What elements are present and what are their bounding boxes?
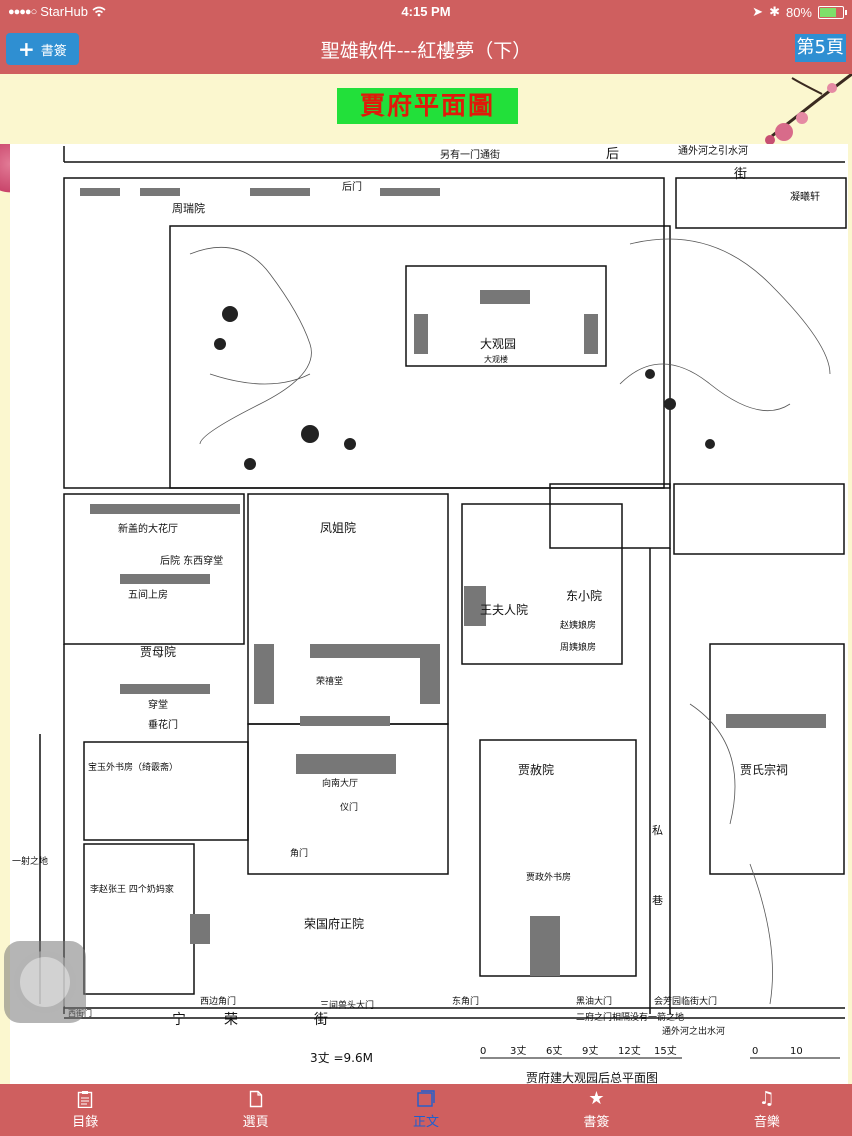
label-xijiao: 西边角门 <box>200 995 236 1007</box>
label-top-street: 另有一门通街 <box>440 148 500 161</box>
scale-tick-15: 15丈 <box>654 1045 677 1057</box>
signal-dots-icon: ●●●●○ <box>8 5 37 18</box>
label-jiazheng: 贾政外书房 <box>526 871 571 883</box>
label-xinsheng: 新盖的大花厅 <box>118 522 178 535</box>
assistive-touch-button[interactable] <box>4 941 86 1023</box>
label-lizhao: 李赵张王 四个奶妈家 <box>90 883 174 895</box>
label-erfu: 二府之门相隔没有一箭之地 <box>576 1011 684 1023</box>
mansion-floor-plan-image: 另有一门通街 后 街 通外河之引水河 凝曦轩 周瑞院 后门 大观园 大观楼 凤姐… <box>10 144 848 1084</box>
tab-contents[interactable]: 目錄 <box>0 1084 170 1136</box>
status-bar: ●●●●○ StarHub 4:15 PM ➤ ✱ 80% <box>0 0 852 24</box>
label-ningxi: 凝曦轩 <box>790 190 820 203</box>
label-river-bottom: 通外河之出水河 <box>662 1025 725 1037</box>
scale-tick-6: 6丈 <box>546 1045 562 1057</box>
battery-icon <box>818 5 847 19</box>
scale-tick-0: 0 <box>480 1046 486 1057</box>
map-heading: 賈府平面圖 <box>337 88 518 124</box>
scale-tick-12: 12丈 <box>618 1045 641 1057</box>
label-houyuan: 后院 东西穿堂 <box>160 554 223 567</box>
add-bookmark-label: 書簽 <box>40 43 67 59</box>
clipboard-icon <box>78 1091 93 1108</box>
battery-percent: 80% <box>785 4 812 20</box>
label-jie-bottom: 街 <box>314 1012 328 1028</box>
battery-fill <box>820 7 836 17</box>
label-daguanyuan: 大观园 <box>480 337 516 351</box>
clock: 4:15 PM <box>401 4 451 19</box>
scale-tick-9: 9丈 <box>582 1045 598 1057</box>
tab-select-page[interactable]: 選頁 <box>170 1084 340 1136</box>
scale2-tick-10: 10 <box>790 1046 803 1057</box>
tab-main-text[interactable]: 正文 <box>341 1084 511 1136</box>
label-xiang: 巷 <box>652 894 663 907</box>
bluetooth-icon: ✱ <box>769 4 780 19</box>
label-rongxi: 荣禧堂 <box>316 675 343 687</box>
wifi-icon <box>92 6 106 17</box>
status-left: ●●●●○ StarHub <box>8 4 106 19</box>
label-jiamu: 贾母院 <box>140 645 176 659</box>
scale2-tick-0: 0 <box>752 1046 758 1057</box>
label-fengjie: 凤姐院 <box>320 521 356 535</box>
location-arrow-icon: ➤ <box>752 4 764 19</box>
plum-blossom-decoration <box>692 72 852 154</box>
navigation-bar: + 書簽 聖雄軟件---紅樓夢（下） 第5頁 <box>0 24 852 74</box>
label-caption: 贾府建大观园后总平面图 <box>526 1070 658 1084</box>
label-heiyou: 黑油大门 <box>576 995 612 1007</box>
floor-plan-svg: 另有一门通街 后 街 通外河之引水河 凝曦轩 周瑞院 后门 大观园 大观楼 凤姐… <box>12 144 847 1084</box>
label-zhouyi: 周姨娘房 <box>560 641 596 653</box>
label-dongxiao: 东小院 <box>566 589 602 603</box>
book-title: 聖雄軟件---紅樓夢（下） <box>320 40 532 62</box>
label-jiashe: 贾赦院 <box>518 762 554 777</box>
label-daguanlou: 大观楼 <box>484 354 508 364</box>
label-jiashi: 贾氏宗祠 <box>740 762 788 777</box>
label-river-top: 通外河之引水河 <box>678 144 748 157</box>
label-chuantang: 穿堂 <box>148 698 168 711</box>
reader-content[interactable]: 賈府平面圖 <box>0 72 852 1084</box>
status-right: ➤ ✱ 80% <box>752 4 847 20</box>
label-rong: 荣 <box>224 1012 238 1028</box>
music-note-icon: ♫ <box>758 1088 775 1109</box>
label-houmen: 后门 <box>342 180 362 193</box>
label-yimen: 仪门 <box>340 801 358 813</box>
star-icon: ★ <box>588 1088 605 1109</box>
scale-tick-3: 3丈 <box>510 1045 526 1057</box>
label-ershi: 一射之地 <box>12 855 48 867</box>
page-number-button[interactable]: 第5頁 <box>794 34 846 62</box>
label-jiaomen: 角门 <box>290 847 308 859</box>
label-si: 私 <box>652 824 663 837</box>
tab-music[interactable]: ♫ 音樂 <box>682 1084 852 1136</box>
label-wujian: 五间上房 <box>128 588 168 601</box>
tab-main-text-label: 正文 <box>413 1115 440 1130</box>
label-rongguo: 荣国府正院 <box>304 916 364 931</box>
label-wangfuren: 王夫人院 <box>480 603 528 617</box>
pages-icon <box>417 1090 435 1107</box>
plus-icon: + <box>18 37 35 61</box>
label-jie-top: 街 <box>734 167 747 182</box>
label-baoyu: 宝玉外书房（绮霰斋） <box>88 761 178 773</box>
page-icon <box>249 1090 262 1108</box>
label-zhourui: 周瑞院 <box>172 201 205 215</box>
label-huifang: 会芳园临街大门 <box>654 995 717 1007</box>
label-sanjian: 三间兽头大门 <box>320 999 374 1011</box>
label-chuihua: 垂花门 <box>148 718 178 731</box>
tab-bar: 目錄 選頁 正文 ★ 書簽 ♫ 音樂 <box>0 1084 852 1136</box>
tab-contents-label: 目錄 <box>72 1115 99 1130</box>
tab-music-label: 音樂 <box>753 1115 780 1130</box>
label-xiangyang: 向南大厅 <box>322 777 358 789</box>
battery-tip <box>845 9 847 15</box>
tab-bookmarks-label: 書簽 <box>583 1115 610 1130</box>
label-ning: 宁 <box>172 1011 186 1028</box>
label-hou: 后 <box>606 147 619 162</box>
assistive-touch-icon <box>20 957 70 1007</box>
label-dongjiao: 东角门 <box>452 995 479 1007</box>
label-zhaoyi: 赵姨娘房 <box>560 619 596 631</box>
label-scale: 3丈 =9.6M <box>310 1051 373 1065</box>
tab-bookmarks[interactable]: ★ 書簽 <box>511 1084 681 1136</box>
add-bookmark-button[interactable]: + 書簽 <box>6 33 79 65</box>
carrier-label: StarHub <box>40 4 88 19</box>
tab-select-page-label: 選頁 <box>242 1115 269 1130</box>
